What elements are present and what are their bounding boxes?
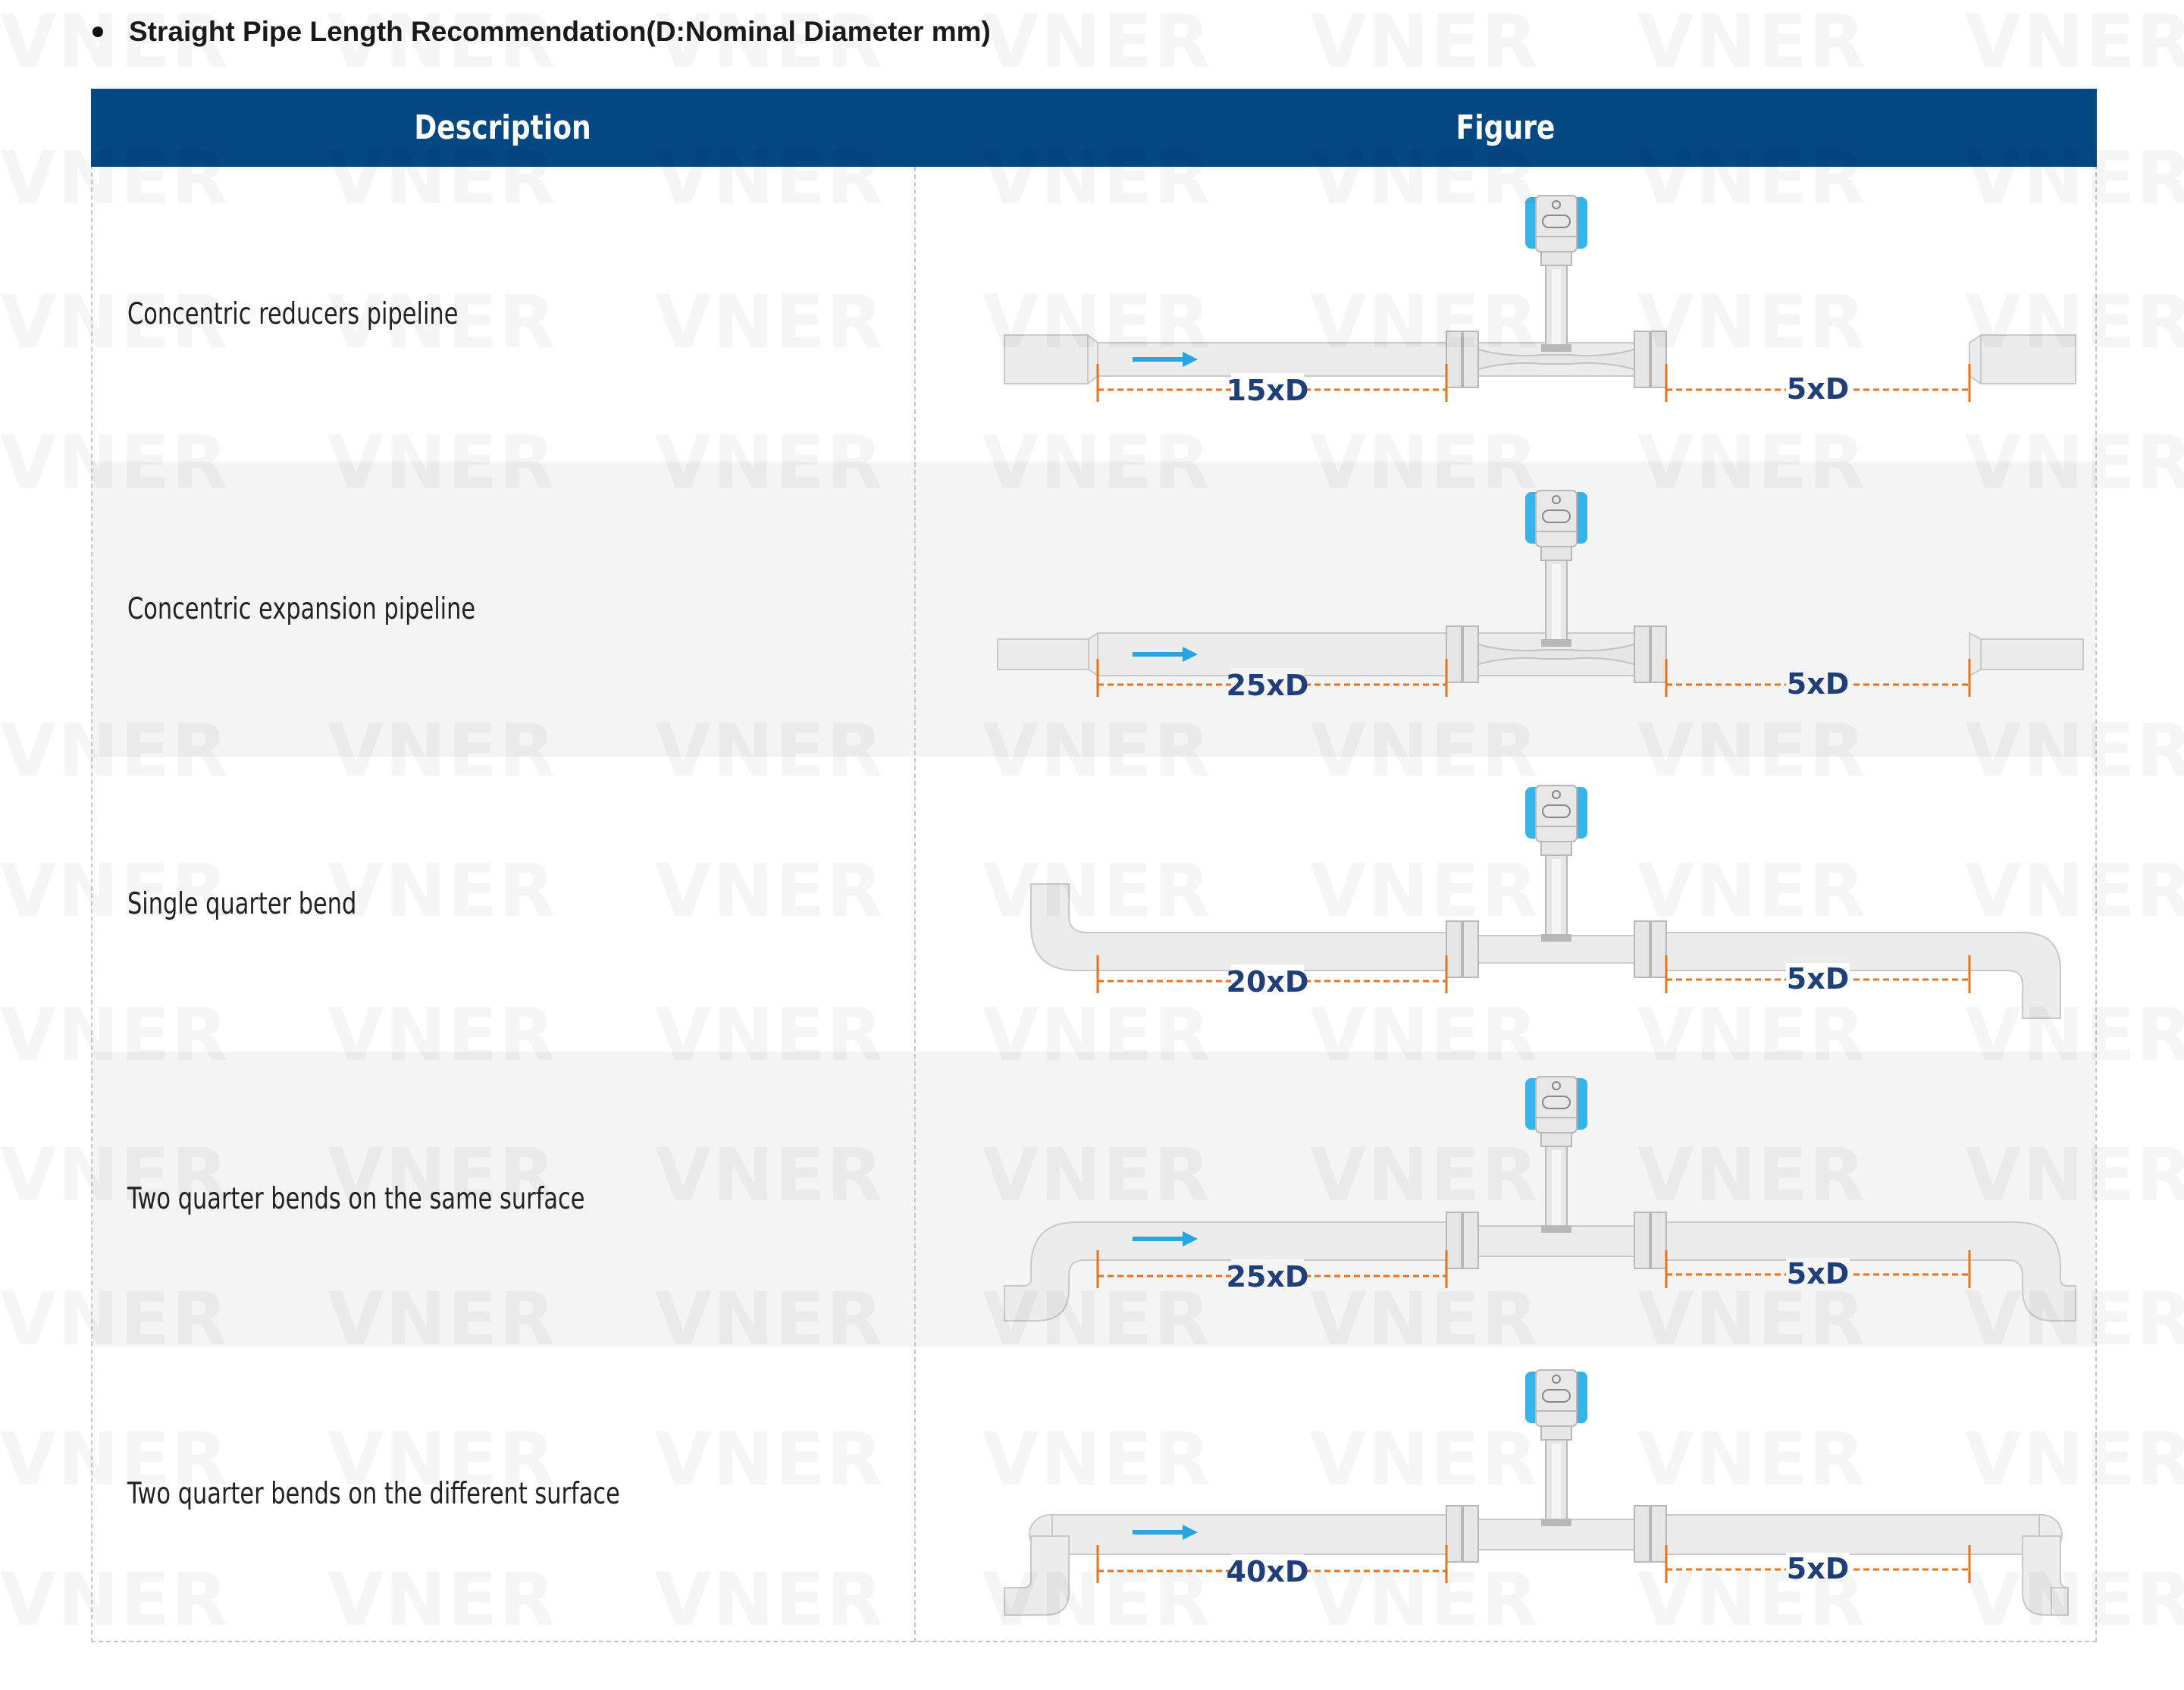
pipe-body [1004,1514,2069,1616]
table-row: Concentric reducers pipeline [92,167,2095,462]
upstream-dimension [1096,1545,1448,1583]
watermark-text: VNER [1310,0,1539,84]
flowmeter [1446,195,1667,388]
table-header: Description Figure [91,89,2097,167]
pipe-body [1004,1221,2076,1322]
description-cell: Two quarter bends on the different surfa… [92,1347,914,1641]
upstream-label-bg [1231,373,1304,406]
flow-direction-arrow [1133,1525,1198,1540]
downstream-length-label: 5xD [1787,667,1850,701]
figure-cell: 40xD 5xD [916,1347,2095,1641]
section-heading: Straight Pipe Length Recommendation(D:No… [88,11,991,53]
upstream-label-bg [1231,964,1304,998]
downstream-label-bg [1786,1258,1850,1291]
description-cell: Single quarter bend [92,757,914,1052]
upstream-label-bg [1231,668,1304,701]
pipe-diagram-single-quarter-bend: 20xD 5xD [1030,785,2061,1019]
upstream-label-bg [1231,1554,1304,1588]
downstream-length-label: 5xD [1787,962,1850,996]
flowmeter [1446,1369,1667,1563]
upstream-length-label: 25xD [1227,1260,1309,1293]
upstream-length-label: 40xD [1227,1555,1309,1588]
description-cell: Concentric expansion pipeline [92,462,914,757]
watermark-text: VNER [1637,0,1866,84]
pipe-diagram-concentric-expansion: 25xD 5xD [997,490,2084,702]
description-text: Concentric reducers pipeline [127,297,459,331]
upstream-label-bg [1231,1259,1304,1293]
downstream-label-bg [1786,963,1850,996]
flowmeter [1446,490,1667,683]
pipe-length-table: Description Figure Concentric reducers p… [91,89,2097,1642]
figure-cell: 25xD 5xD [916,1052,2095,1347]
upstream-dimension [1096,955,1448,993]
flow-direction-arrow [1133,352,1198,367]
downstream-label-bg [1786,373,1850,406]
downstream-label-bg [1786,1553,1850,1586]
heading-text: Straight Pipe Length Recommendation(D:No… [129,16,991,47]
watermark-text: VNER [1965,0,2184,84]
upstream-dimension [1096,364,1448,402]
downstream-length-label: 5xD [1787,1257,1850,1290]
pipe-body [1030,883,2061,1019]
flowmeter [1446,1076,1667,1269]
table-row: Concentric expansion pipeline [92,462,2095,757]
downstream-label-bg [1786,668,1850,701]
description-cell: Concentric reducers pipeline [92,167,914,462]
header-description: Description [414,108,591,147]
table-row: Single quarter bend [92,757,2095,1052]
upstream-dimension [1096,1250,1448,1288]
figure-cell: 15xD 5xD [916,167,2095,462]
description-text: Single quarter bend [127,887,357,921]
upstream-dimension [1096,659,1448,697]
header-figure: Figure [1455,108,1556,147]
upstream-length-label: 25xD [1227,669,1309,702]
description-text: Two quarter bends on the same surface [127,1182,585,1216]
description-text: Concentric expansion pipeline [127,592,476,626]
flow-direction-arrow [1133,647,1198,662]
flow-direction-arrow [1133,1231,1198,1246]
pipe-diagram-two-bends-same-surface: 25xD 5xD [1004,1076,2076,1322]
downstream-length-label: 5xD [1787,372,1850,406]
watermark-text: VNER [982,0,1211,84]
description-cell: Two quarter bends on the same surface [92,1052,914,1347]
downstream-length-label: 5xD [1787,1552,1850,1585]
table-row: Two quarter bends on the different surfa… [92,1347,2095,1641]
description-text: Two quarter bends on the different surfa… [127,1477,620,1511]
upstream-length-label: 15xD [1227,374,1309,407]
flowmeter [1446,785,1667,978]
upstream-length-label: 20xD [1227,965,1309,999]
column-divider [914,167,916,1642]
bullet-icon [92,27,103,37]
figure-cell: 25xD 5xD [916,462,2095,757]
pipe-diagram-concentric-reducers: 15xD 5xD [1004,195,2076,407]
figure-cell: 20xD 5xD [916,757,2095,1052]
pipe-diagram-two-bends-different-surface: 40xD 5xD [1004,1369,2069,1616]
table-row: Two quarter bends on the same surface [92,1052,2095,1347]
